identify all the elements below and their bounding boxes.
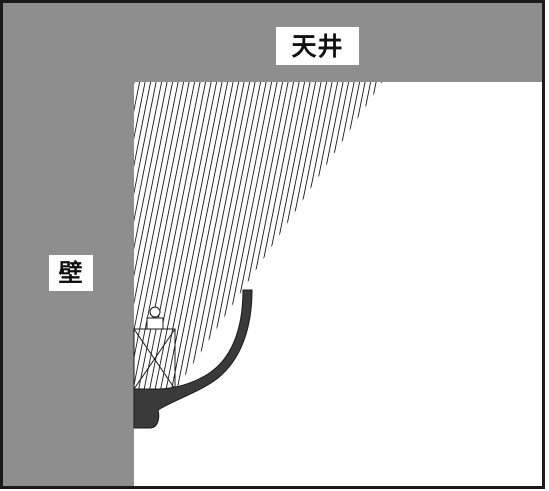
hatch-line bbox=[134, 82, 200, 389]
fixture-socket bbox=[146, 317, 164, 330]
hatch-line bbox=[191, 82, 260, 389]
hatch-line bbox=[147, 82, 216, 389]
hatch-line bbox=[185, 82, 255, 389]
hatch-line bbox=[141, 82, 211, 389]
light-bulb bbox=[149, 306, 161, 318]
hatch-line bbox=[174, 82, 244, 389]
hatch-line bbox=[134, 82, 161, 389]
wall-slab bbox=[3, 3, 134, 487]
hatch-line bbox=[134, 82, 156, 389]
wall-label: 壁 bbox=[49, 255, 93, 291]
hatch-line bbox=[134, 82, 172, 389]
hatch-line bbox=[134, 82, 183, 389]
hatch-line bbox=[169, 82, 238, 389]
ceiling-label: 天井 bbox=[276, 27, 359, 65]
hatch-line bbox=[134, 82, 150, 389]
hatch-line bbox=[134, 82, 167, 389]
fixture-cross-line-2 bbox=[133, 328, 176, 390]
hatch-line bbox=[134, 82, 178, 389]
hatch-line bbox=[134, 82, 194, 389]
crown-molding bbox=[133, 289, 253, 429]
hatch-line bbox=[158, 82, 227, 389]
hatch-line bbox=[134, 82, 189, 389]
hatch-line bbox=[180, 82, 249, 389]
hatch-line bbox=[152, 82, 222, 389]
hatch-line bbox=[136, 82, 205, 389]
